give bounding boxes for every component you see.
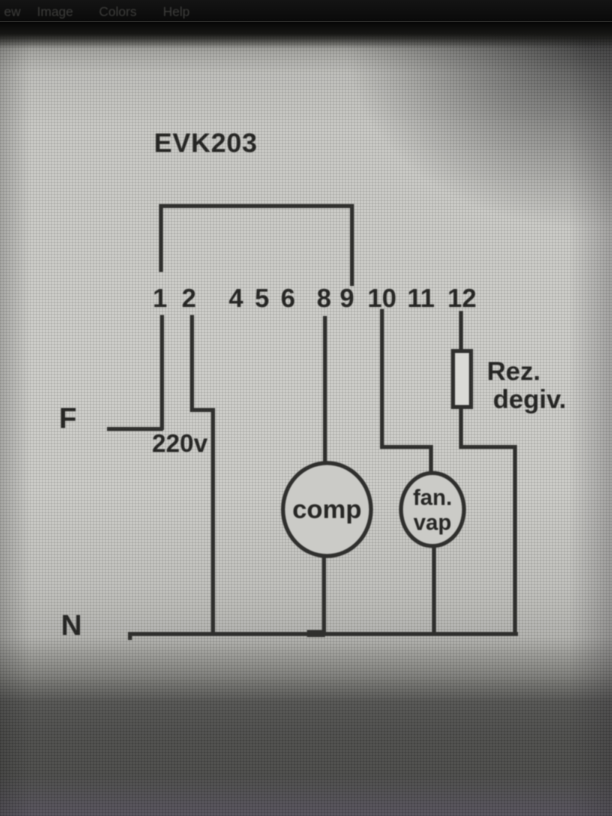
terminal-5: 5 xyxy=(254,283,270,313)
menu-item-help[interactable]: Help xyxy=(163,4,190,19)
menu-bar: ew Image Colors Help xyxy=(0,0,612,22)
terminal-2: 2 xyxy=(181,283,197,313)
wire-bracket-top xyxy=(159,204,354,208)
wire-bracket-right xyxy=(350,204,354,286)
menu-item-image[interactable]: Image xyxy=(37,4,74,19)
menu-item-partial[interactable]: ew xyxy=(4,4,21,19)
fan-label-line2: vap xyxy=(413,509,452,535)
terminal-4: 4 xyxy=(228,283,244,313)
wire-terminal12-jog xyxy=(459,445,517,449)
wire-fan-top xyxy=(429,445,433,475)
wire-resistor-down xyxy=(459,407,463,449)
wire-terminal10-jog xyxy=(380,445,433,449)
terminal-9: 9 xyxy=(339,283,355,313)
wire-220v-down xyxy=(211,408,215,636)
wire-terminal10-down xyxy=(380,309,384,449)
wire-terminal8-down xyxy=(323,316,327,464)
terminal-8: 8 xyxy=(316,283,332,313)
wire-bracket-left xyxy=(159,204,163,272)
screen-top-shadow xyxy=(0,22,612,48)
compressor-label: comp xyxy=(292,494,362,524)
terminal-12: 12 xyxy=(447,283,477,313)
wire-right-down xyxy=(513,445,517,635)
terminal-1: 1 xyxy=(152,283,168,313)
wire-compressor-down xyxy=(322,555,326,636)
neutral-label: N xyxy=(61,610,82,642)
heater-label-line1: Rez. xyxy=(487,356,541,386)
phase-label: F xyxy=(59,403,77,435)
wire-neutral-junction-blob xyxy=(307,630,325,637)
heater-label-line2: degiv. xyxy=(493,384,567,414)
wire-neutral-end-hook xyxy=(128,632,132,640)
terminal-6: 6 xyxy=(280,283,296,313)
voltage-label: 220v xyxy=(152,430,208,458)
wire-terminal2-down xyxy=(190,315,194,412)
terminal-10: 10 xyxy=(367,283,397,313)
defrost-resistor-symbol xyxy=(451,349,473,409)
terminal-11: 11 xyxy=(407,283,435,313)
diagram-title: EVK203 xyxy=(154,128,258,158)
wire-fan-down xyxy=(432,545,436,636)
wire-terminal2-jog xyxy=(190,408,215,412)
wire-phase-line xyxy=(107,427,163,431)
wire-terminal1-down xyxy=(160,315,164,430)
compressor-symbol: comp xyxy=(281,461,373,558)
menu-item-colors[interactable]: Colors xyxy=(99,4,137,19)
fan-label-line1: fan. xyxy=(412,484,453,510)
wire-terminal12-down xyxy=(459,311,463,353)
fan-symbol: fan. vap xyxy=(399,471,466,548)
